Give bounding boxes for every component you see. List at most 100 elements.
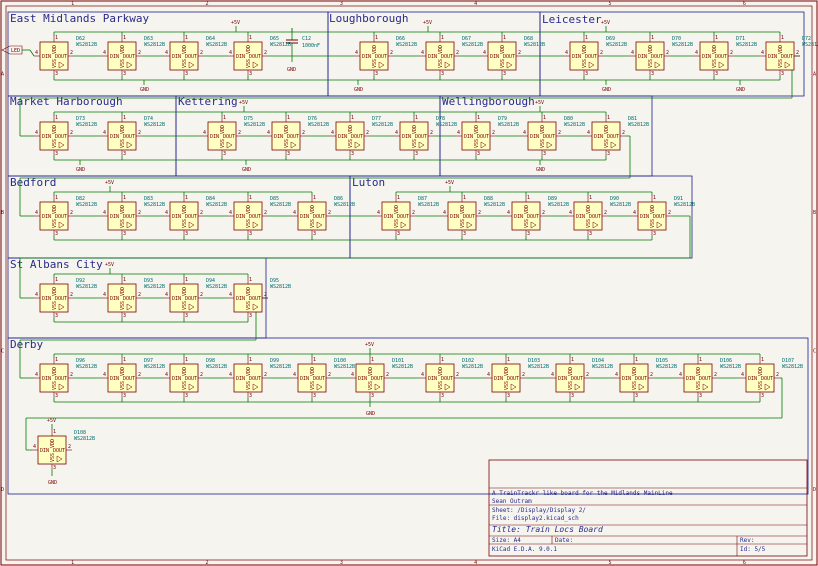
pin-vss: VSS — [438, 381, 444, 390]
pin-num: 4 — [229, 210, 232, 216]
pin-num: 2 — [70, 210, 73, 216]
pin-num: 3 — [781, 71, 784, 77]
led-value: WS2812B — [76, 364, 97, 370]
pin-vdd: VDD — [246, 287, 252, 296]
led-value: WS2812B — [206, 284, 227, 290]
pin-num: 1 — [527, 195, 530, 201]
tb-project: A TrainTrackr like board for the Midland… — [492, 490, 673, 497]
title-block: A TrainTrackr like board for the Midland… — [488, 459, 808, 557]
pin-din: DIN — [428, 54, 437, 60]
pin-vdd: VDD — [438, 367, 444, 376]
pin-din: DIN — [274, 134, 283, 140]
led-value: WS2812B — [436, 122, 457, 128]
pin-num: 4 — [229, 292, 232, 298]
led-value: WS2812B — [144, 202, 165, 208]
pin-num: 4 — [443, 210, 446, 216]
pin-din: DIN — [110, 296, 119, 302]
led-ref: D78 — [436, 116, 445, 122]
pin-vss: VSS — [368, 381, 374, 390]
led-value: WS2812B — [524, 42, 545, 48]
pin-dout: DOUT — [781, 54, 793, 60]
pin-num: 1 — [55, 195, 58, 201]
pin-dout: DOUT — [585, 54, 597, 60]
pin-dout: DOUT — [287, 134, 299, 140]
pin-num: 1 — [55, 115, 58, 121]
pin-din: DIN — [490, 54, 499, 60]
led-ref: D70 — [672, 36, 681, 42]
pin-num: 1 — [53, 429, 56, 435]
power-5v: +5V — [445, 180, 454, 186]
pin-num: 1 — [123, 357, 126, 363]
pin-dout: DOUT — [55, 296, 67, 302]
pin-dout: DOUT — [571, 376, 583, 382]
pin-num: 3 — [55, 393, 58, 399]
led-value: WS2812B — [782, 364, 803, 370]
pin-dout: DOUT — [249, 54, 261, 60]
group-title: Wellingborough — [442, 95, 535, 108]
pin-num: 3 — [651, 71, 654, 77]
led-ref: D92 — [76, 278, 85, 284]
led-ref: D103 — [528, 358, 540, 364]
power-5v: +5V — [423, 20, 432, 26]
border-row-label: B — [813, 210, 816, 216]
input-label: LED — [1, 45, 30, 55]
led-ref: D93 — [144, 278, 153, 284]
led-ref: D95 — [270, 278, 279, 284]
pin-num: 3 — [441, 393, 444, 399]
pin-din: DIN — [110, 376, 119, 382]
border-col-label: 1 — [71, 1, 74, 7]
led-value: WS2812B — [564, 122, 585, 128]
pin-num: 2 — [366, 130, 369, 136]
pin-vdd: VDD — [604, 125, 610, 134]
pin-num: 4 — [103, 50, 106, 56]
pin-num: 4 — [523, 130, 526, 136]
led-ref: D85 — [270, 196, 279, 202]
pin-num: 1 — [635, 357, 638, 363]
pin-num: 2 — [200, 292, 203, 298]
pin-num: 1 — [371, 357, 374, 363]
pin-vss: VSS — [220, 139, 226, 148]
pin-vdd: VDD — [310, 367, 316, 376]
pin-num: 2 — [70, 292, 73, 298]
pin-num: 2 — [68, 444, 71, 450]
pin-num: 3 — [503, 71, 506, 77]
led-ref: D81 — [628, 116, 637, 122]
power-gnd: GND — [140, 87, 149, 93]
pin-din: DIN — [42, 296, 51, 302]
pin-vss: VSS — [246, 219, 252, 228]
pin-num: 3 — [477, 151, 480, 157]
pin-num: 3 — [249, 393, 252, 399]
pin-num: 2 — [604, 210, 607, 216]
pin-din: DIN — [236, 296, 245, 302]
led-ref: D62 — [76, 36, 85, 42]
led-ref: D87 — [418, 196, 427, 202]
pin-num: 1 — [585, 35, 588, 41]
pin-num: 3 — [351, 151, 354, 157]
pin-din: DIN — [384, 214, 393, 220]
led-value: WS2812B — [592, 364, 613, 370]
input-label-text: LED — [11, 48, 20, 54]
pin-vss: VSS — [568, 381, 574, 390]
pin-dout: DOUT — [543, 134, 555, 140]
group-title: Kettering — [178, 95, 238, 108]
pin-num: 3 — [123, 393, 126, 399]
led-value: WS2812B — [244, 122, 265, 128]
pin-num: 4 — [565, 50, 568, 56]
pin-num: 3 — [55, 151, 58, 157]
pin-vdd: VDD — [120, 205, 126, 214]
pin-vdd: VDD — [758, 367, 764, 376]
led-ref: D69 — [606, 36, 615, 42]
pin-num: 1 — [761, 357, 764, 363]
led-ref: D74 — [144, 116, 153, 122]
pin-num: 1 — [55, 35, 58, 41]
pin-vdd: VDD — [524, 205, 530, 214]
pin-din: DIN — [686, 376, 695, 382]
pin-num: 4 — [165, 372, 168, 378]
pin-vdd: VDD — [284, 125, 290, 134]
